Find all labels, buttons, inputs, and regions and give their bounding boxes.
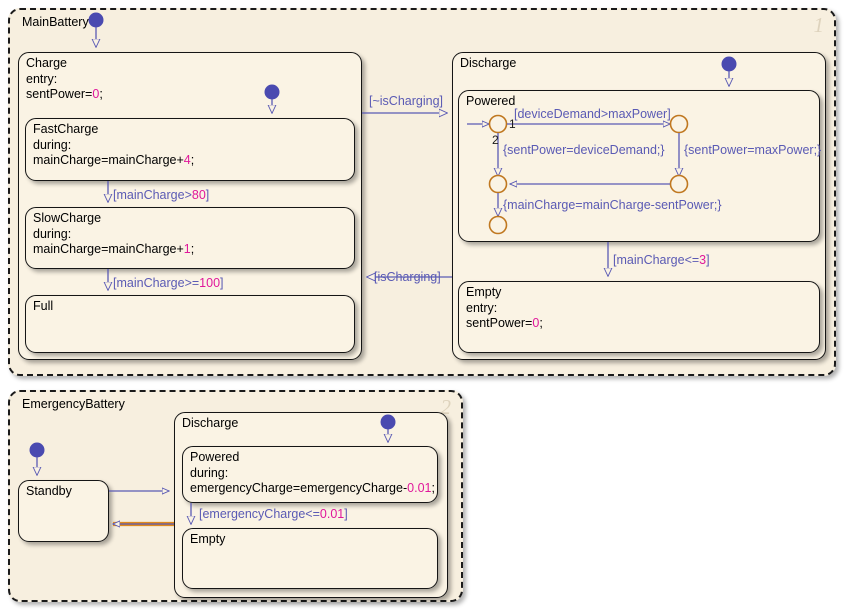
- label-sent-device: {sentPower=deviceDemand;}: [503, 143, 665, 157]
- state-charge-action-num: 0: [92, 87, 100, 101]
- emergencybattery-index: 2: [440, 395, 452, 419]
- junction-order-1: 1: [509, 117, 516, 131]
- label-maincharge-le3: [mainCharge<=3]: [613, 253, 710, 267]
- label-maincharge-ge100-pre: [mainCharge>=: [113, 276, 200, 290]
- state-empty-main-action-pre: sentPower=: [466, 316, 533, 330]
- state-slowcharge-text: SlowCharge during: mainCharge=mainCharge…: [33, 211, 350, 258]
- label-maincharge-ge100-num: 100: [199, 276, 221, 290]
- label-maincharge-gt80-post: ]: [205, 188, 210, 202]
- state-powered-emergency-name: Powered: [190, 450, 240, 464]
- emergencybattery-label: EmergencyBattery: [22, 397, 125, 411]
- label-device-demand: [deviceDemand>maxPower]: [514, 107, 671, 121]
- state-empty-main[interactable]: Empty entry: sentPower=0;: [458, 281, 820, 353]
- state-powered-main-name: Powered: [466, 94, 516, 108]
- label-maincharge-gt80-pre: [mainCharge>: [113, 188, 192, 202]
- label-maincharge-le3-num: 3: [699, 253, 707, 267]
- state-fastcharge-during: during:: [33, 137, 72, 152]
- state-charge-action-pre: sentPower=: [26, 87, 93, 101]
- label-maincharge-gt80: [mainCharge>80]: [113, 188, 209, 202]
- label-maincharge-ge100: [mainCharge>=100]: [113, 276, 224, 290]
- label-ischarging: [isCharging]: [374, 270, 441, 284]
- state-standby-name: Standby: [26, 484, 72, 498]
- label-maincharge-ge100-post: ]: [220, 276, 224, 290]
- mainbattery-label: MainBattery: [22, 15, 89, 29]
- label-maincharge-gt80-num: 80: [191, 188, 206, 202]
- label-emergencycharge-cond-post: ]: [344, 507, 348, 521]
- state-empty-emergency-name: Empty: [190, 532, 226, 546]
- state-fastcharge-action-num: 4: [183, 153, 191, 167]
- state-charge-name: Charge: [26, 56, 67, 70]
- label-main-minus: {mainCharge=mainCharge-sentPower;}: [503, 198, 722, 212]
- state-powered-emergency-during: during:: [190, 465, 229, 480]
- state-powered-emergency[interactable]: Powered during: emergencyCharge=emergenc…: [182, 446, 438, 503]
- label-emergencycharge-cond: [emergencyCharge<=0.01]: [199, 507, 348, 521]
- state-full-name: Full: [33, 299, 54, 313]
- state-powered-emergency-action-post: ;: [431, 481, 435, 495]
- state-slowcharge-action-post: ;: [190, 242, 195, 256]
- state-full[interactable]: Full: [25, 295, 355, 353]
- label-maincharge-le3-post: ]: [706, 253, 710, 267]
- state-fastcharge-name: FastCharge: [33, 122, 99, 136]
- mainbattery-index: 1: [813, 13, 825, 37]
- state-discharge-main-name: Discharge: [460, 56, 517, 70]
- state-empty-emergency[interactable]: Empty: [182, 528, 438, 589]
- state-powered-main[interactable]: Powered: [458, 90, 820, 242]
- label-emergencycharge-cond-pre: [emergencyCharge<=: [199, 507, 320, 521]
- state-slowcharge[interactable]: SlowCharge during: mainCharge=mainCharge…: [25, 207, 355, 269]
- state-empty-main-entry: entry:: [466, 300, 498, 315]
- label-emergencycharge-cond-num: 0.01: [319, 507, 345, 521]
- state-powered-emergency-action-pre: emergencyCharge=emergencyCharge-: [190, 481, 408, 495]
- state-slowcharge-during: during:: [33, 226, 72, 241]
- label-not-ischarging: [~isCharging]: [369, 94, 443, 108]
- state-fastcharge-action-post: ;: [190, 153, 195, 167]
- label-sent-max: {sentPower=maxPower;}: [684, 143, 822, 157]
- label-maincharge-le3-pre: [mainCharge<=: [613, 253, 700, 267]
- state-fastcharge-text: FastCharge during: mainCharge=mainCharge…: [33, 122, 350, 169]
- state-slowcharge-name: SlowCharge: [33, 211, 102, 225]
- state-powered-emergency-action-num: 0.01: [407, 481, 432, 495]
- state-empty-main-action-post: ;: [539, 316, 543, 330]
- state-powered-emergency-text: Powered during: emergencyCharge=emergenc…: [190, 450, 435, 497]
- state-charge-text: Charge entry: sentPower=0;: [26, 56, 357, 103]
- state-empty-main-action-num: 0: [532, 316, 540, 330]
- state-standby[interactable]: Standby: [18, 480, 109, 542]
- state-charge-action-post: ;: [99, 87, 103, 101]
- state-fastcharge-action-pre: mainCharge=mainCharge+: [33, 153, 184, 167]
- state-charge-entry: entry:: [26, 71, 58, 86]
- state-slowcharge-action-pre: mainCharge=mainCharge+: [33, 242, 184, 256]
- state-fastcharge[interactable]: FastCharge during: mainCharge=mainCharge…: [25, 118, 355, 181]
- state-empty-main-text: Empty entry: sentPower=0;: [466, 285, 815, 332]
- state-empty-main-name: Empty: [466, 285, 502, 299]
- state-full-text: Full: [33, 299, 350, 315]
- state-discharge-emergency-name: Discharge: [182, 416, 239, 430]
- junction-order-2: 2: [492, 133, 499, 147]
- state-slowcharge-action-num: 1: [183, 242, 191, 256]
